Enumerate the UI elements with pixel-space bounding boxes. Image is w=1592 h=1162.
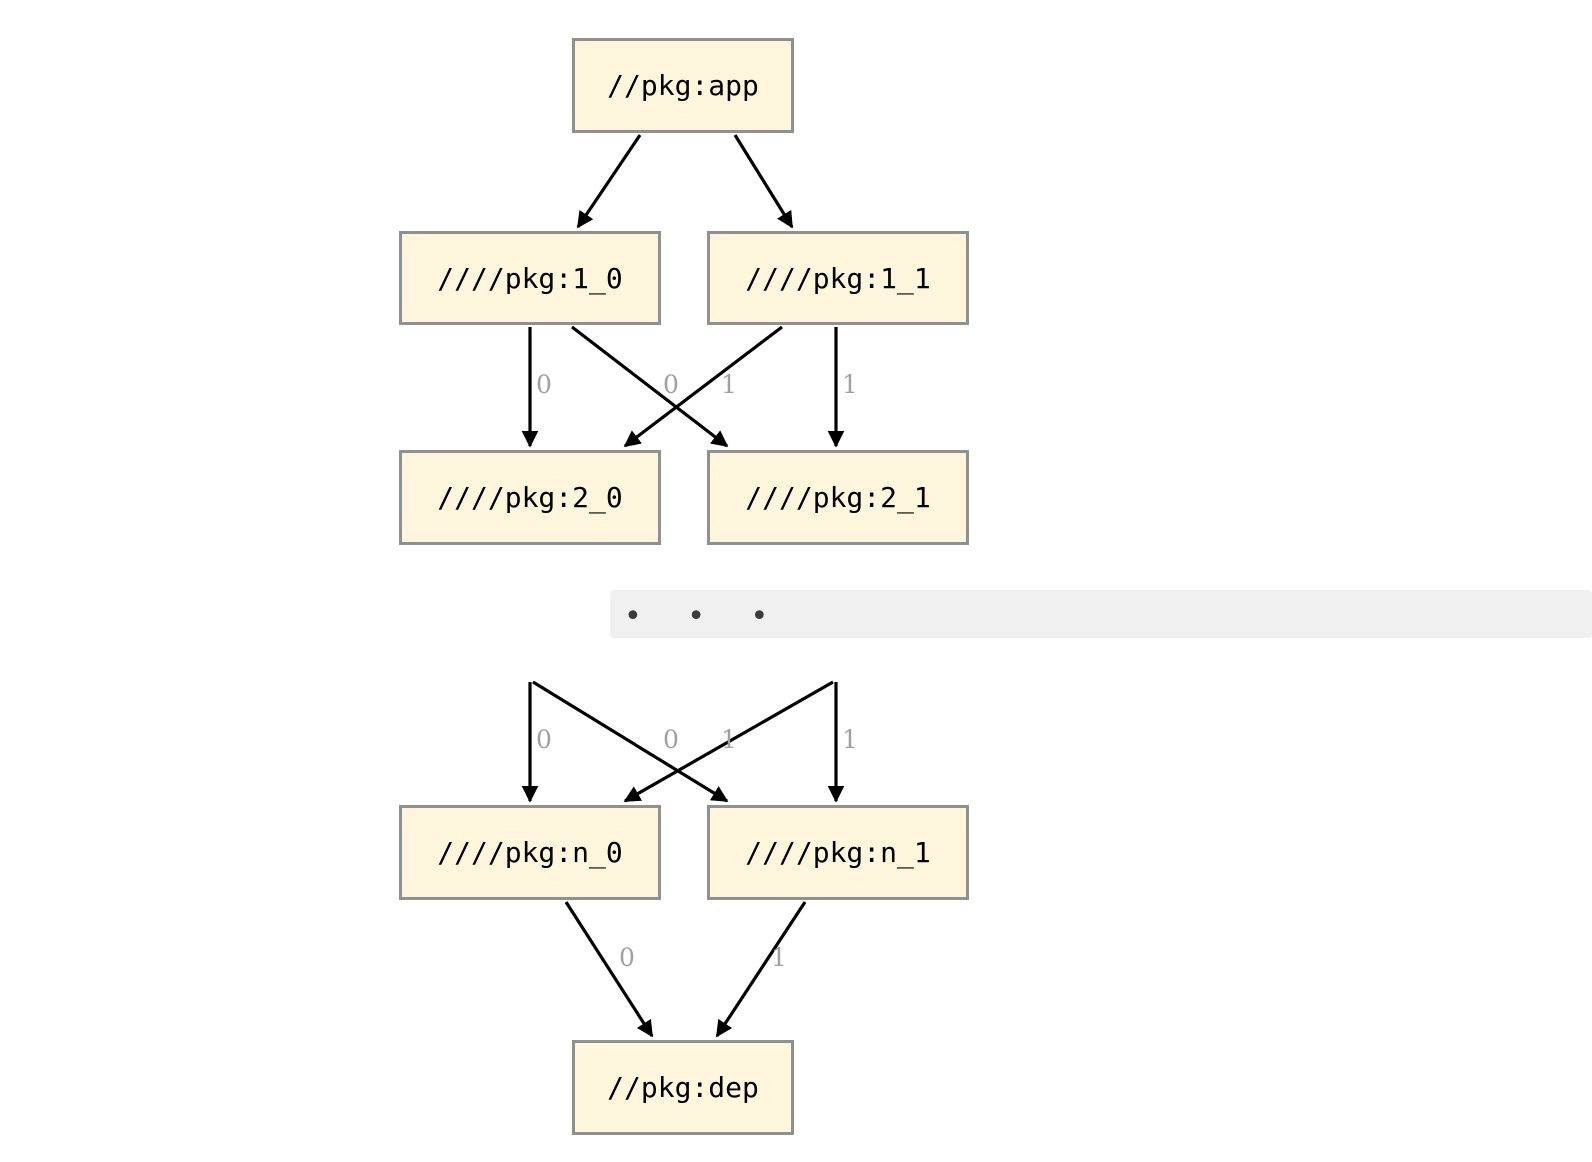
graph-edge-label: 1 bbox=[771, 943, 787, 972]
graph-node-n2_0[interactable]: ////pkg:2_0 bbox=[399, 450, 661, 545]
graph-edge-label: 0 bbox=[663, 725, 679, 754]
graph-edge-7 bbox=[532, 680, 729, 803]
graph-edge-label: 0 bbox=[536, 370, 552, 399]
graph-edge-label: 1 bbox=[842, 725, 858, 754]
graph-edge-0 bbox=[576, 134, 642, 229]
graph-edge-10 bbox=[564, 901, 654, 1038]
graph-edge-label: 0 bbox=[663, 370, 679, 399]
graph-node-n1_1[interactable]: ////pkg:1_1 bbox=[707, 231, 969, 325]
graph-node-label: ////pkg:n_1 bbox=[745, 836, 931, 869]
graph-edge-1 bbox=[733, 134, 794, 229]
graph-node-label: ////pkg:2_1 bbox=[745, 481, 931, 514]
graph-edge-label: 1 bbox=[721, 725, 737, 754]
ellipsis-dots: • • • bbox=[624, 599, 787, 634]
graph-node-n1_0[interactable]: ////pkg:1_0 bbox=[399, 231, 661, 325]
graph-truncation-band: • • • bbox=[610, 590, 1592, 638]
graph-node-nn_1[interactable]: ////pkg:n_1 bbox=[707, 805, 969, 900]
graph-edge-label: 1 bbox=[721, 370, 737, 399]
graph-node-label: //pkg:dep bbox=[607, 1071, 759, 1104]
graph-node-label: ////pkg:1_1 bbox=[745, 261, 931, 295]
graph-node-label: //pkg:app bbox=[607, 69, 759, 102]
graph-node-label: ////pkg:1_0 bbox=[437, 261, 623, 295]
graph-edge-label: 0 bbox=[536, 725, 552, 754]
graph-node-dep[interactable]: //pkg:dep bbox=[572, 1040, 794, 1135]
graph-node-label: ////pkg:n_0 bbox=[437, 836, 623, 869]
graph-node-nn_0[interactable]: ////pkg:n_0 bbox=[399, 805, 661, 900]
graph-edge-4 bbox=[623, 325, 783, 448]
graph-edge-3 bbox=[571, 325, 729, 448]
graph-node-n2_1[interactable]: ////pkg:2_1 bbox=[707, 450, 969, 545]
graph-edge-label: 0 bbox=[619, 943, 635, 972]
graph-node-label: ////pkg:2_0 bbox=[437, 481, 623, 514]
graph-edge-label: 1 bbox=[842, 370, 858, 399]
graph-edge-11 bbox=[715, 901, 807, 1038]
graph-node-app[interactable]: //pkg:app bbox=[572, 38, 794, 133]
